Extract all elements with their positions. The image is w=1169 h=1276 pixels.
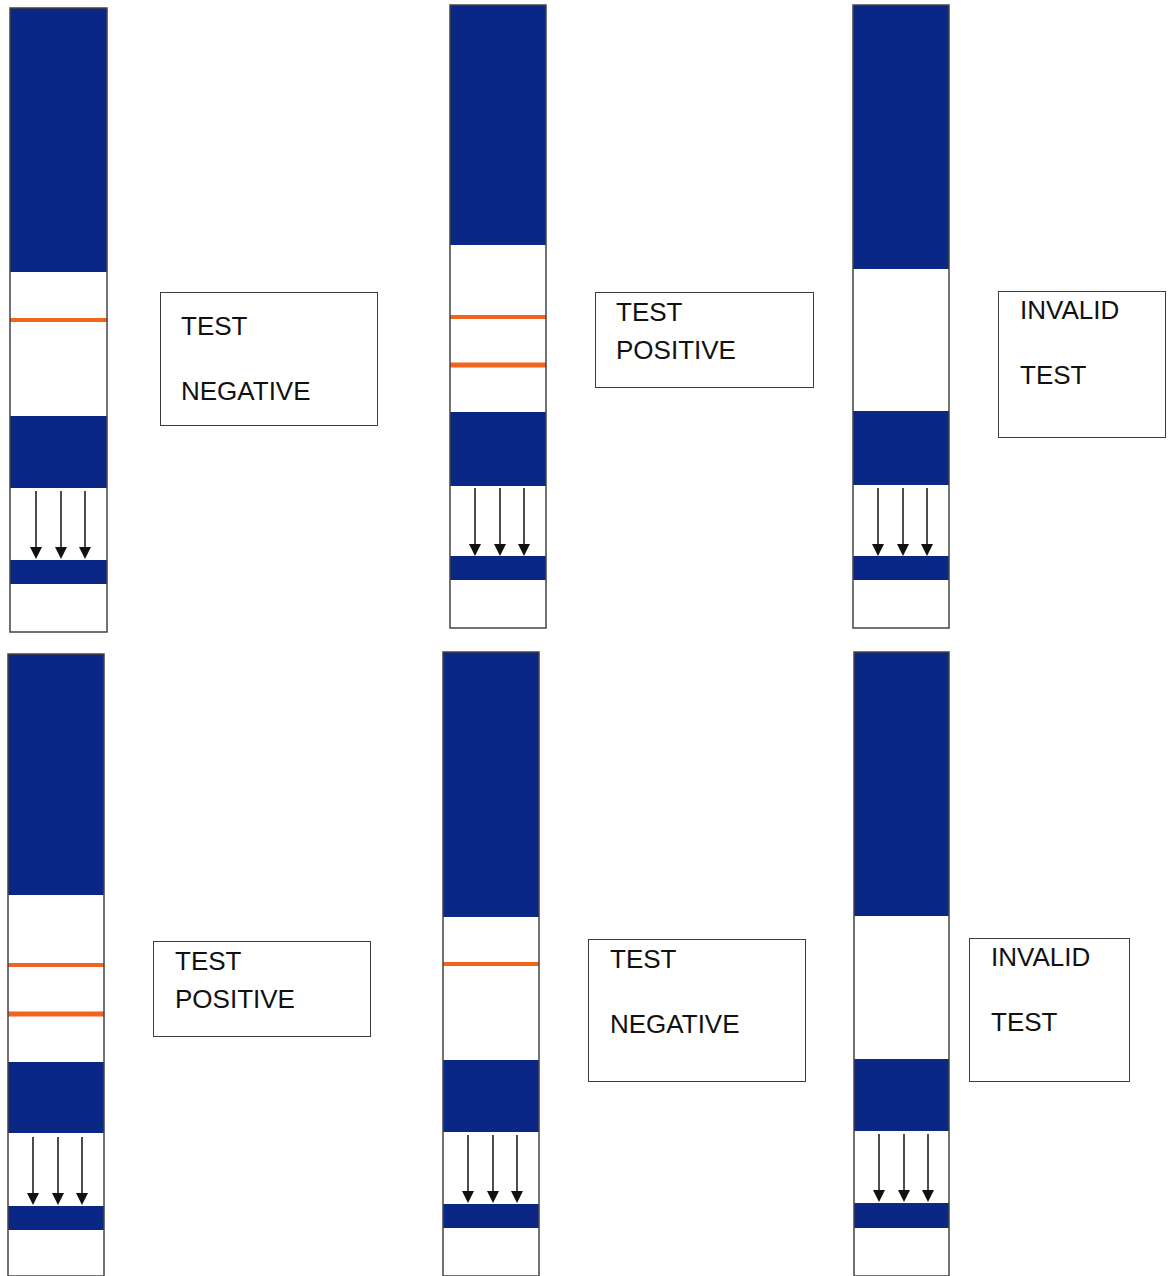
result-text: TEST NEGATIVE [610,927,740,1057]
test-strip [8,654,104,1276]
result-box: INVALID TEST [969,938,1130,1082]
result-box: TEST NEGATIVE [588,939,806,1082]
result-text: INVALID TEST [991,925,1090,1055]
test-strip [10,8,107,632]
result-text: TEST POSITIVE [616,293,736,369]
result-box: TEST POSITIVE [595,292,814,388]
test-strip [854,652,949,1276]
test-strip [443,652,539,1276]
result-box: INVALID TEST [998,291,1166,438]
test-strip [853,5,949,628]
test-strip [450,5,546,628]
result-text: INVALID TEST [1020,278,1119,408]
result-box: TEST NEGATIVE [160,292,378,426]
result-text: TEST POSITIVE [175,942,295,1018]
result-text: TEST NEGATIVE [181,294,311,424]
result-box: TEST POSITIVE [153,941,371,1037]
